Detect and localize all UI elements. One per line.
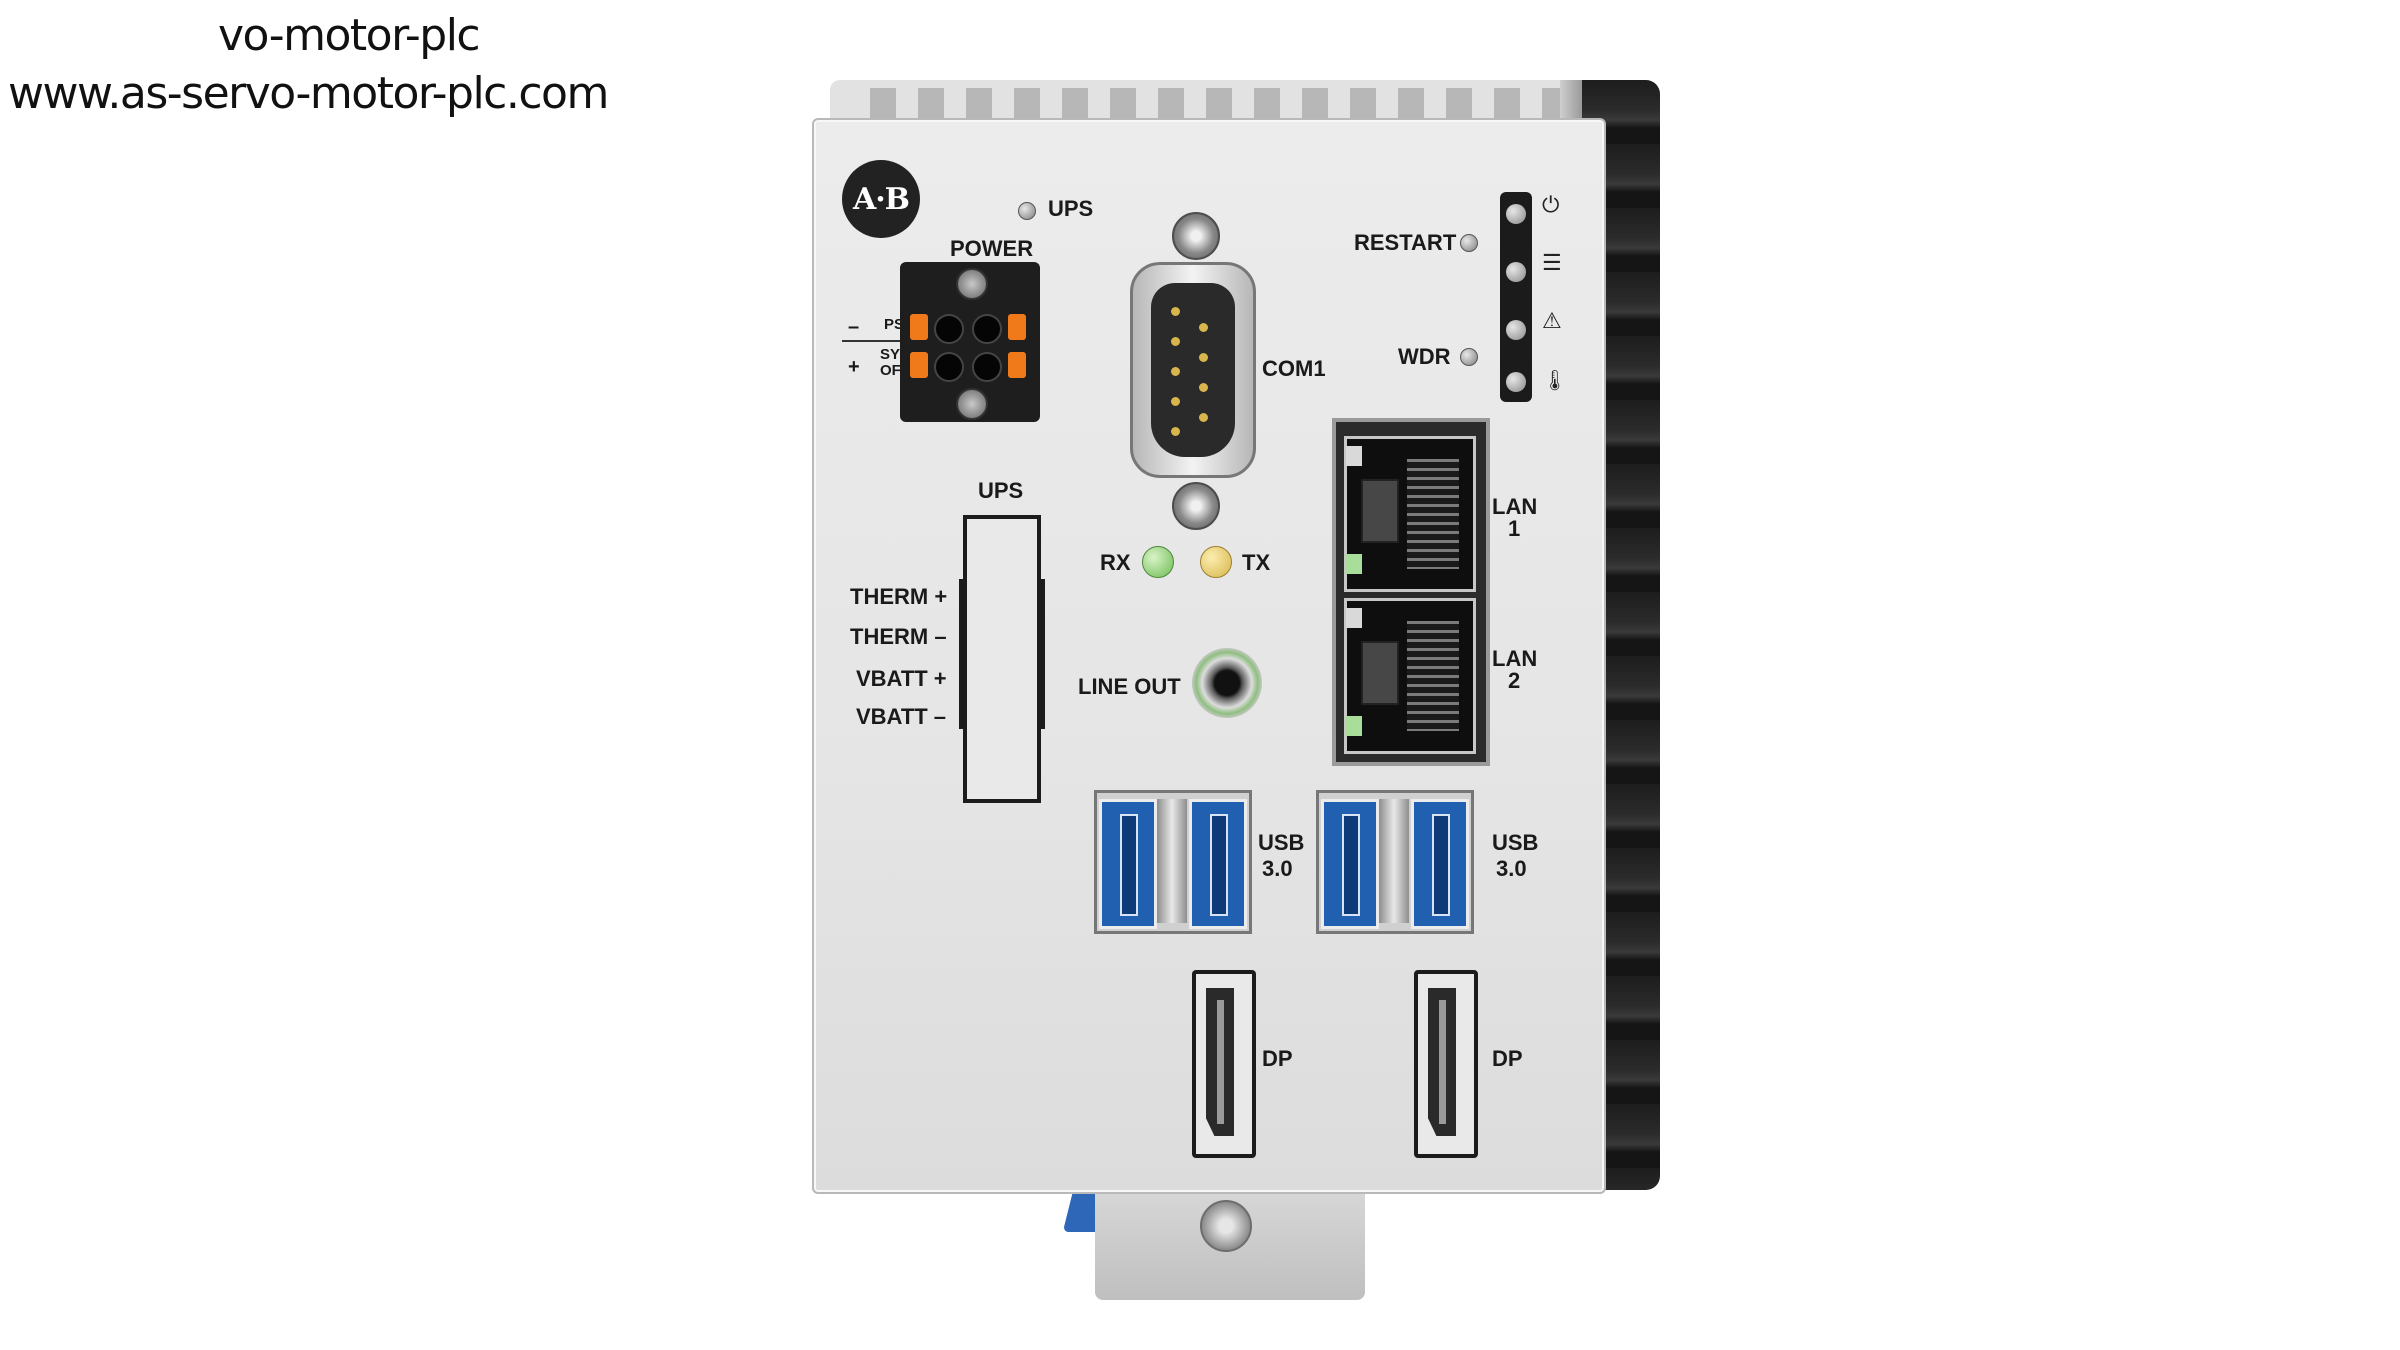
- lan2-number: 2: [1508, 668, 1521, 693]
- lan1-port[interactable]: [1344, 436, 1476, 592]
- com1-screw-bottom: [1172, 482, 1220, 530]
- usb-left-version: 3.0: [1262, 856, 1293, 881]
- com1-label: COM1: [1262, 356, 1326, 381]
- rx-led: [1142, 546, 1174, 578]
- power-connector[interactable]: [900, 262, 1040, 422]
- dp-right-label: DP: [1492, 1046, 1523, 1071]
- tx-label: TX: [1242, 550, 1271, 575]
- usb-port-1[interactable]: [1099, 799, 1157, 929]
- wdr-led: [1460, 348, 1478, 366]
- logo-text: A·B: [852, 181, 910, 217]
- line-out-jack[interactable]: [1192, 648, 1262, 718]
- ups-terminal[interactable]: [959, 515, 1045, 803]
- therm-plus-label: THERM +: [850, 584, 948, 609]
- rx-label: RX: [1100, 550, 1131, 575]
- wdr-label: WDR: [1398, 344, 1451, 369]
- com1-port[interactable]: [1130, 262, 1256, 478]
- watermark-line-1: vo-motor-plc: [218, 10, 481, 61]
- ups-led: [1018, 202, 1036, 220]
- usb-port-3[interactable]: [1321, 799, 1379, 929]
- lan2-label: LAN: [1492, 646, 1538, 671]
- power-divider: [842, 340, 902, 342]
- vbatt-minus-label: VBATT –: [856, 704, 947, 729]
- usb-port-2[interactable]: [1189, 799, 1247, 929]
- usb-right-label: USB: [1492, 830, 1539, 855]
- dp-left-label: DP: [1262, 1046, 1293, 1071]
- sys-plus-label: +: [848, 356, 860, 378]
- therm-minus-label: THERM –: [850, 624, 947, 649]
- lan1-label: LAN: [1492, 494, 1538, 519]
- lan2-port[interactable]: [1344, 598, 1476, 754]
- line-out-label: LINE OUT: [1078, 674, 1181, 699]
- warning-icon: ⚠: [1542, 308, 1562, 333]
- ps-label: PS: [884, 316, 905, 333]
- database-icon: ☰: [1542, 250, 1562, 275]
- clip-screw: [1200, 1200, 1252, 1252]
- allen-bradley-logo: A·B: [842, 160, 920, 238]
- watermark-url: www.as-servo-motor-plc.com: [8, 68, 609, 119]
- lan1-number: 1: [1508, 516, 1521, 541]
- usb-right-version: 3.0: [1496, 856, 1527, 881]
- power-label: POWER: [950, 236, 1034, 261]
- ups-led-label: UPS: [1048, 196, 1094, 221]
- dp-left-port[interactable]: [1192, 970, 1256, 1158]
- vbatt-plus-label: VBATT +: [856, 666, 947, 691]
- usb-port-4[interactable]: [1411, 799, 1469, 929]
- usb-right-pair: [1316, 790, 1474, 934]
- com1-screw-top: [1172, 212, 1220, 260]
- status-led-strip: [1500, 192, 1532, 402]
- restart-button[interactable]: [1460, 234, 1478, 252]
- thermometer-icon: 🌡: [1542, 370, 1568, 392]
- dp-right-port[interactable]: [1414, 970, 1478, 1158]
- usb-left-label: USB: [1258, 830, 1305, 855]
- lan-ports: [1332, 418, 1490, 766]
- ps-minus-label: –: [848, 316, 860, 338]
- ups-terminal-label: UPS: [978, 478, 1024, 503]
- restart-label: RESTART: [1354, 230, 1457, 255]
- power-icon: ⏻: [1542, 192, 1560, 217]
- tx-led: [1200, 546, 1232, 578]
- usb-left-pair: [1094, 790, 1252, 934]
